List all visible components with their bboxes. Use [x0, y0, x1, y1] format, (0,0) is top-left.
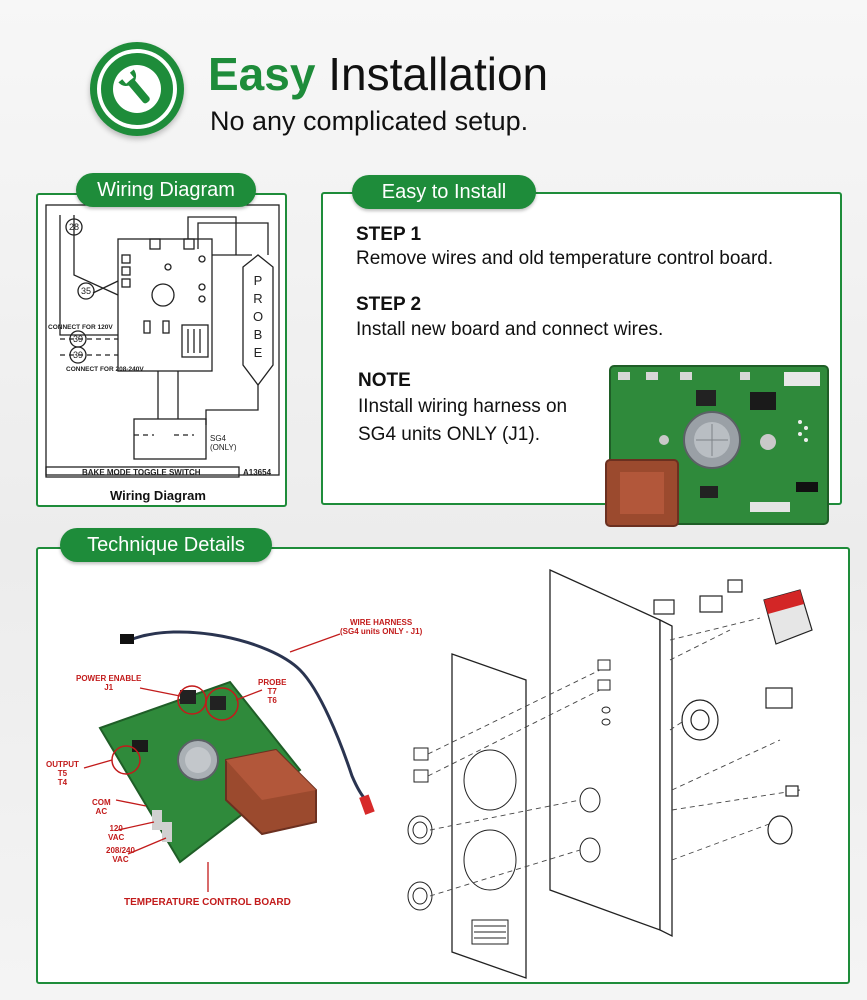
callout-line: T5 [57, 769, 68, 778]
install-badge: Easy to Install [352, 175, 536, 209]
note-line-2: SG4 units ONLY (J1). [358, 424, 540, 445]
exploded-panel-diagram [407, 568, 813, 979]
terminal-35-label: 35 [81, 286, 91, 296]
terminal-39b-label: 39 [73, 350, 83, 360]
callout-line: T4 [57, 778, 68, 787]
page-title: Easy Installation [208, 48, 548, 100]
wiring-diagram-caption: Wiring Diagram [110, 488, 206, 503]
callout-line: WIRE HARNESS [350, 618, 413, 627]
note-title: NOTE [358, 370, 411, 391]
callout-line: POWER ENABLE [76, 674, 142, 683]
vac-208-callout: 208/240 VAC [106, 846, 135, 864]
connect-120-label: CONNECT FOR 120V [48, 324, 113, 331]
probe-letter: O [253, 309, 263, 324]
control-board-image [605, 365, 829, 527]
step2-title: STEP 2 [356, 294, 422, 315]
probe-letter: P [254, 273, 263, 288]
sg4-label-2: (ONLY) [210, 443, 237, 452]
callout-line: (SG4 units ONLY - J1) [340, 627, 423, 636]
note-line-1: IInstall wiring harness on [358, 396, 568, 417]
title-accent: Easy [208, 48, 316, 100]
power-enable-callout: POWER ENABLE J1 [76, 674, 141, 692]
vac-120-callout: 120 VAC [108, 824, 124, 842]
wiring-diagram-drawing: 28 35 39 39 CONNECT FOR 120V CONNECT FOR… [45, 204, 280, 478]
connect-208-label: CONNECT FOR 208-240V [66, 366, 144, 373]
callout-line: COM [92, 798, 111, 807]
harness-callout: WIRE HARNESS (SG4 units ONLY - J1) [340, 618, 422, 636]
title-rest: Installation [328, 48, 549, 100]
technique-details-badge: Technique Details [60, 528, 272, 562]
page-subtitle: No any complicated setup. [210, 106, 529, 136]
probe-callout: PROBE T7 T6 [258, 678, 286, 705]
callout-line: T6 [267, 696, 277, 705]
step1-title: STEP 1 [356, 224, 422, 245]
probe-letter: E [254, 345, 263, 360]
terminal-39a-label: 39 [73, 334, 83, 344]
callout-line: 120 [109, 824, 123, 833]
callout-line: OUTPUT [46, 760, 79, 769]
wiring-diagram-badge: Wiring Diagram [76, 173, 256, 207]
probe-letters: P R O B E [253, 273, 263, 360]
switch-label: BAKE MODE TOGGLE SWITCH [82, 468, 201, 477]
callout-line: VAC [108, 833, 125, 842]
callout-line: AC [95, 807, 108, 816]
callout-line: 208/240 [106, 846, 135, 855]
com-ac-callout: COM AC [92, 798, 111, 816]
logo-badge [90, 42, 184, 136]
callout-line: T7 [267, 687, 277, 696]
probe-letter: B [254, 327, 263, 342]
board-label: TEMPERATURE CONTROL BOARD [124, 897, 291, 908]
callout-line: PROBE [258, 678, 287, 687]
output-callout: OUTPUT T5 T4 [46, 760, 79, 787]
step2-text: Install new board and connect wires. [356, 319, 664, 340]
step1-text: Remove wires and old temperature control… [356, 248, 774, 269]
wiring-diagram-panel: 28 35 39 39 CONNECT FOR 120V CONNECT FOR… [36, 193, 287, 507]
sg4-label-1: SG4 [210, 434, 227, 443]
part-number: A13654 [243, 468, 272, 477]
wrench-icon [97, 49, 177, 129]
callout-line: J1 [104, 683, 114, 692]
terminal-28-label: 28 [69, 222, 79, 232]
callout-line: VAC [112, 855, 129, 864]
probe-letter: R [253, 291, 262, 306]
board-callout-illustration [83, 630, 375, 892]
